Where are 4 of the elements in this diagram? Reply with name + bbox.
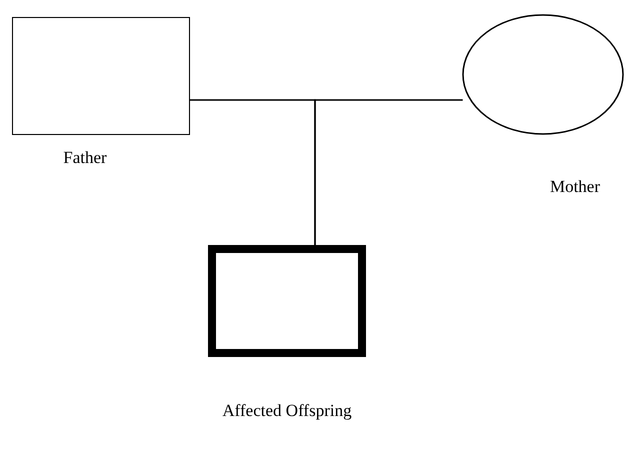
pedigree-line [314,99,463,246]
member-label: Affected Offspring [222,400,352,422]
member-label: Father [62,147,108,169]
member-label: Mother [548,176,602,198]
